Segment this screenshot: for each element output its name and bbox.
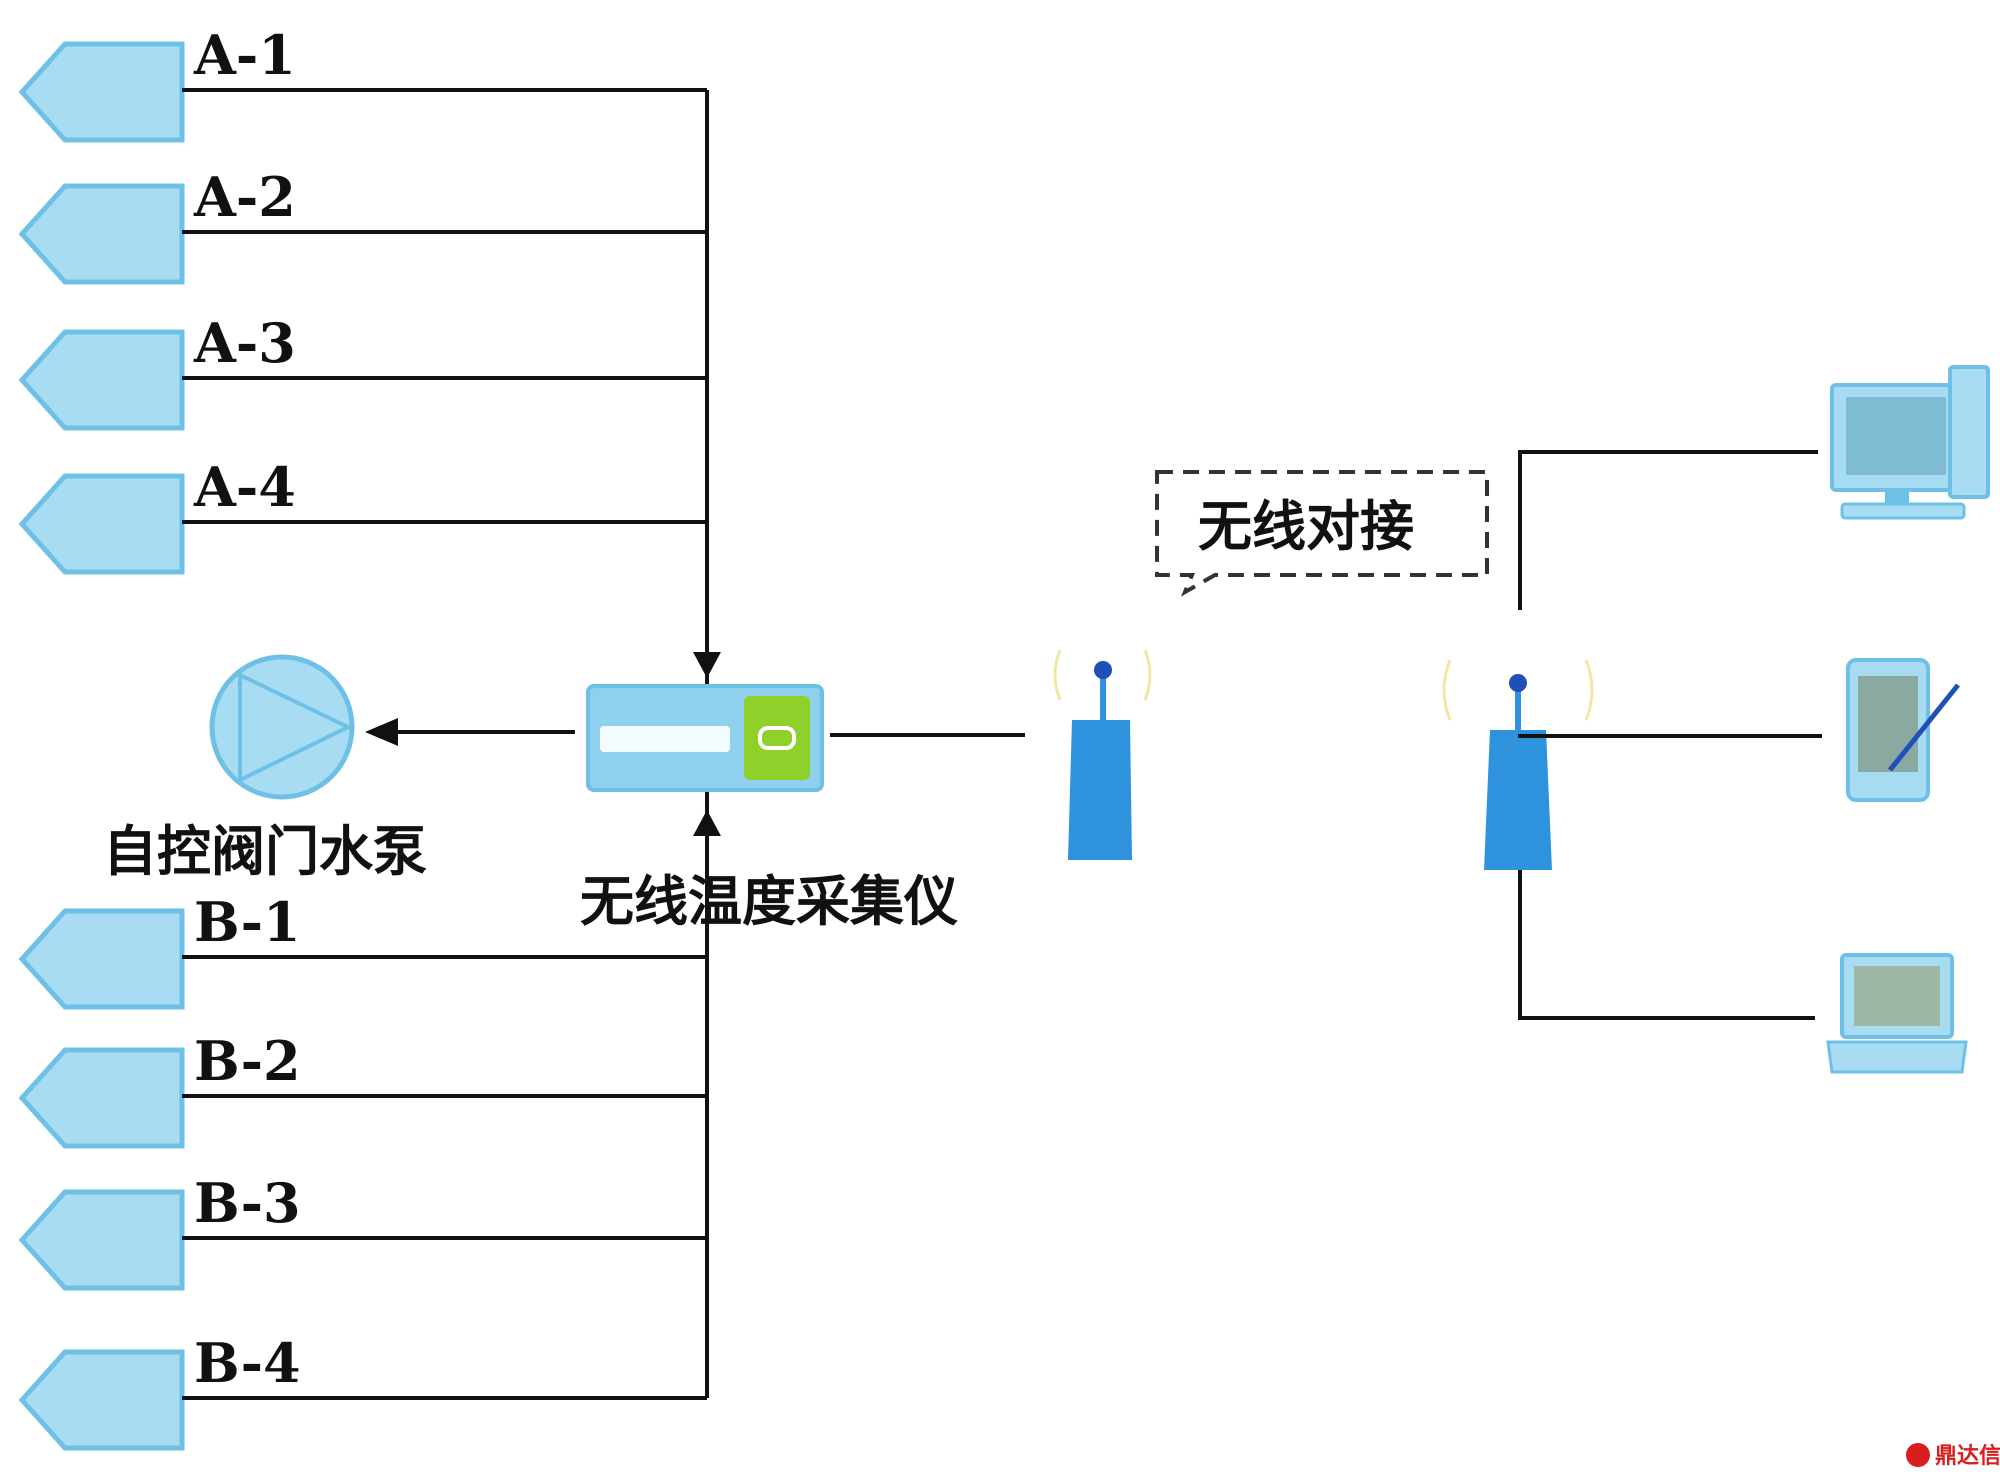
sensor-a-4: A-4 [18,455,707,575]
sensor-probe-icon [18,1047,185,1149]
collector-device-icon [586,684,824,792]
sensor-group: A-1A-2A-3A-4B-1B-2B-3B-4 [18,23,707,1451]
desktop-computer-icon [1830,365,1990,520]
sensor-probe-icon [18,1189,185,1291]
sensor-label: B-1 [194,890,301,954]
sensor-probe-icon [18,1349,185,1451]
sensor-label: A-3 [193,311,296,375]
sensor-a-1: A-1 [18,23,707,143]
wireless-link-callout [1155,470,1489,597]
antenna-tower-icon [1442,659,1594,870]
sensor-label: B-4 [194,1331,301,1395]
sensor-label: A-1 [193,23,296,87]
sensor-label: B-3 [194,1171,301,1235]
sensor-label: B-2 [194,1029,301,1093]
sensor-probe-icon [18,473,185,575]
sensor-a-2: A-2 [18,165,707,285]
sensor-b-4: B-4 [18,1331,707,1451]
svg-text:鼎达信: 鼎达信 [1935,1443,2000,1469]
antenna-tower-icon [1053,649,1152,860]
sensor-probe-icon [18,41,185,143]
sensor-probe-icon [18,329,185,431]
sensor-probe-icon [18,183,185,285]
sensor-label: A-2 [193,165,296,229]
sensor-label: A-4 [193,455,296,519]
tablet-pen-icon [1846,658,1960,802]
arrow-into-collector-top [693,652,721,678]
sensor-b-2: B-2 [18,1029,707,1149]
collector-label: 无线温度采集仪 [580,869,958,933]
sensor-probe-icon [18,908,185,1010]
sensor-b-3: B-3 [18,1171,707,1291]
pump-icon [209,654,355,800]
pump-label: 自控阀门水泵 [103,819,427,883]
sensor-b-1: B-1 [18,890,707,1010]
arrow-into-collector-bottom [693,810,721,836]
arrow-to-pump [365,718,398,746]
sensor-a-3: A-3 [18,311,707,431]
laptop-icon [1826,953,1968,1074]
wireless-link-label: 无线对接 [1198,494,1414,558]
watermark-logo: 鼎达信 [1906,1443,2000,1469]
